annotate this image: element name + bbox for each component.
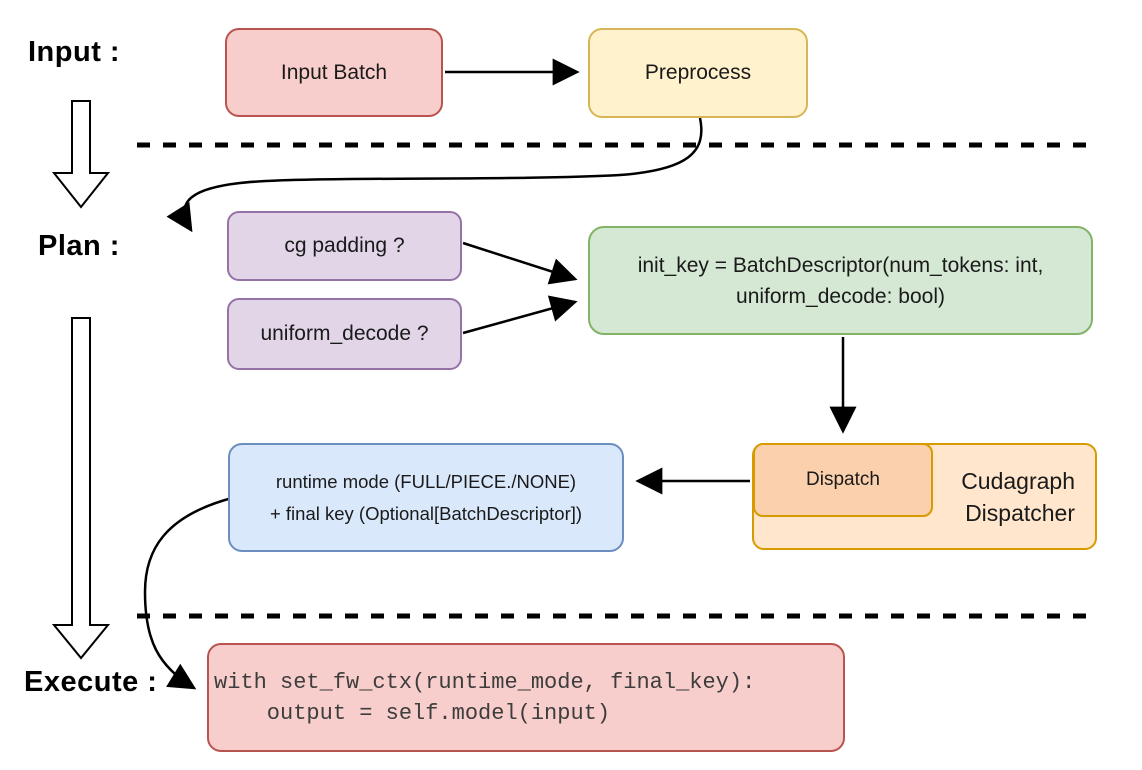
- arrow-cgpadding-to-initkey: [462, 241, 578, 285]
- stage-label-execute: Execute :: [24, 666, 158, 698]
- stage-label-input: Input :: [28, 36, 121, 68]
- node-input-batch: Input Batch: [225, 28, 443, 117]
- node-init-key-line2: uniform_decode: bool): [736, 284, 945, 308]
- node-runtime-result: runtime mode (FULL/PIECE./NONE) + final …: [228, 443, 624, 552]
- stage-arrow-plan-to-execute: [51, 317, 111, 660]
- node-cg-padding: cg padding ?: [227, 211, 462, 281]
- node-input-batch-label: Input Batch: [280, 60, 388, 84]
- node-cudagraph-line1: Cudagraph: [961, 467, 1075, 494]
- node-dispatch: Dispatch: [753, 443, 933, 517]
- node-init-key: init_key = BatchDescriptor(num_tokens: i…: [588, 226, 1093, 335]
- node-runtime-line2: + final key (Optional[BatchDescriptor]): [269, 502, 583, 524]
- arrow-uniformdecode-to-initkey: [462, 295, 578, 335]
- node-runtime-line1: runtime mode (FULL/PIECE./NONE): [275, 470, 577, 492]
- node-uniform-decode-label: uniform_decode ?: [260, 322, 429, 345]
- arrow-preprocess-to-plan: [166, 117, 703, 233]
- node-execute-code-line1: with set_fw_ctx(runtime_mode, final_key)…: [214, 669, 756, 695]
- node-cudagraph-line2: Dispatcher: [965, 499, 1075, 526]
- node-cg-padding-label: cg padding ?: [284, 234, 405, 257]
- node-uniform-decode: uniform_decode ?: [227, 298, 462, 370]
- node-preprocess-label: Preprocess: [644, 61, 752, 84]
- stage-label-plan: Plan :: [38, 230, 120, 262]
- node-dispatch-label: Dispatch: [806, 469, 880, 490]
- node-init-key-line1: init_key = BatchDescriptor(num_tokens: i…: [637, 253, 1044, 277]
- node-execute-code-line2: output = self.model(input): [214, 700, 611, 726]
- arrow-runtime-to-execute: [143, 496, 233, 690]
- stage-arrow-input-to-plan: [51, 100, 111, 209]
- node-preprocess: Preprocess: [588, 28, 808, 118]
- node-execute-code: with set_fw_ctx(runtime_mode, final_key)…: [207, 643, 845, 752]
